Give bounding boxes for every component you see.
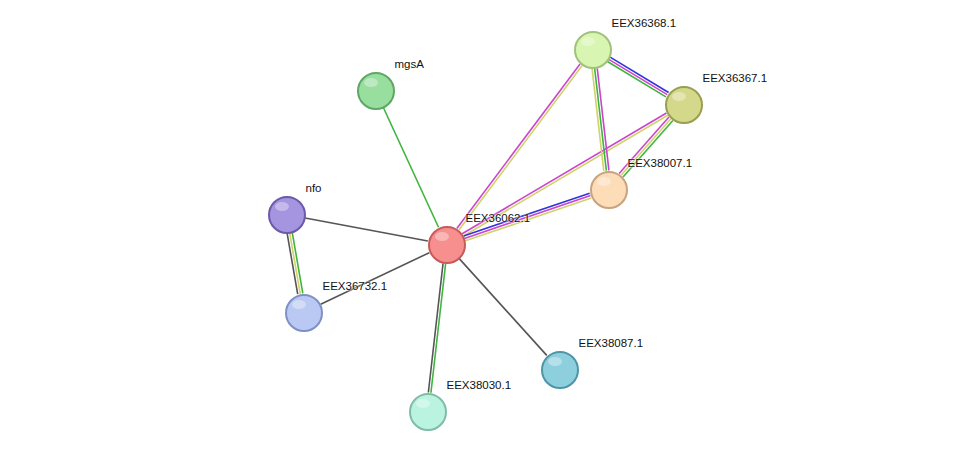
node-highlight [292, 300, 306, 309]
evidence-line [464, 196, 590, 239]
interaction-edge [464, 193, 592, 241]
evidence-line [595, 68, 607, 170]
protein-node: mgsA [357, 72, 395, 110]
evidence-line [610, 57, 668, 92]
protein-node: nfo [268, 196, 306, 234]
evidence-line [459, 259, 547, 356]
protein-node: EEX36368.1 [574, 31, 612, 69]
interaction-edge [321, 253, 430, 305]
evidence-line [292, 233, 303, 294]
interaction-edge [305, 218, 428, 241]
node-highlight [581, 37, 595, 46]
node-highlight [597, 177, 611, 186]
node-highlight [435, 232, 449, 241]
evidence-line [465, 198, 591, 241]
protein-node: EEX38087.1 [541, 351, 579, 389]
interaction-edge [459, 259, 547, 356]
evidence-line [609, 59, 667, 94]
node-highlight [275, 202, 289, 211]
evidence-line [431, 264, 446, 393]
protein-node: EEX36062.1 [428, 226, 466, 264]
evidence-line [305, 218, 428, 241]
protein-label: EEX38087.1 [579, 337, 644, 350]
evidence-line [290, 233, 301, 294]
evidence-line [464, 193, 590, 236]
interaction-edge [462, 113, 668, 236]
protein-label: EEX36367.1 [703, 72, 768, 85]
node-highlight [416, 399, 430, 408]
protein-node: EEX36732.1 [285, 294, 323, 332]
interaction-edge [287, 233, 303, 294]
evidence-line [462, 113, 666, 234]
node-highlight [548, 357, 562, 366]
interaction-edge [592, 68, 609, 171]
protein-label: EEX38007.1 [628, 157, 693, 170]
protein-node: EEX38030.1 [409, 393, 447, 431]
protein-label: nfo [306, 182, 322, 195]
protein-label: EEX36368.1 [612, 17, 677, 30]
interaction-edge [428, 263, 445, 393]
evidence-line [321, 253, 430, 305]
evidence-line [464, 115, 668, 236]
evidence-line [287, 234, 298, 295]
protein-label: EEX36062.1 [466, 212, 531, 225]
evidence-line [607, 62, 665, 97]
evidence-line [592, 69, 604, 171]
evidence-line [383, 108, 438, 227]
evidence-line [428, 263, 443, 392]
evidence-line [597, 68, 609, 170]
interaction-edge [383, 108, 438, 227]
node-highlight [364, 78, 378, 87]
protein-label: EEX36732.1 [323, 280, 388, 293]
protein-label: mgsA [395, 58, 424, 71]
protein-label: EEX38030.1 [447, 379, 512, 392]
protein-node: EEX36367.1 [665, 86, 703, 124]
node-highlight [672, 92, 686, 101]
interaction-edge [607, 57, 668, 97]
protein-node: EEX38007.1 [590, 171, 628, 209]
